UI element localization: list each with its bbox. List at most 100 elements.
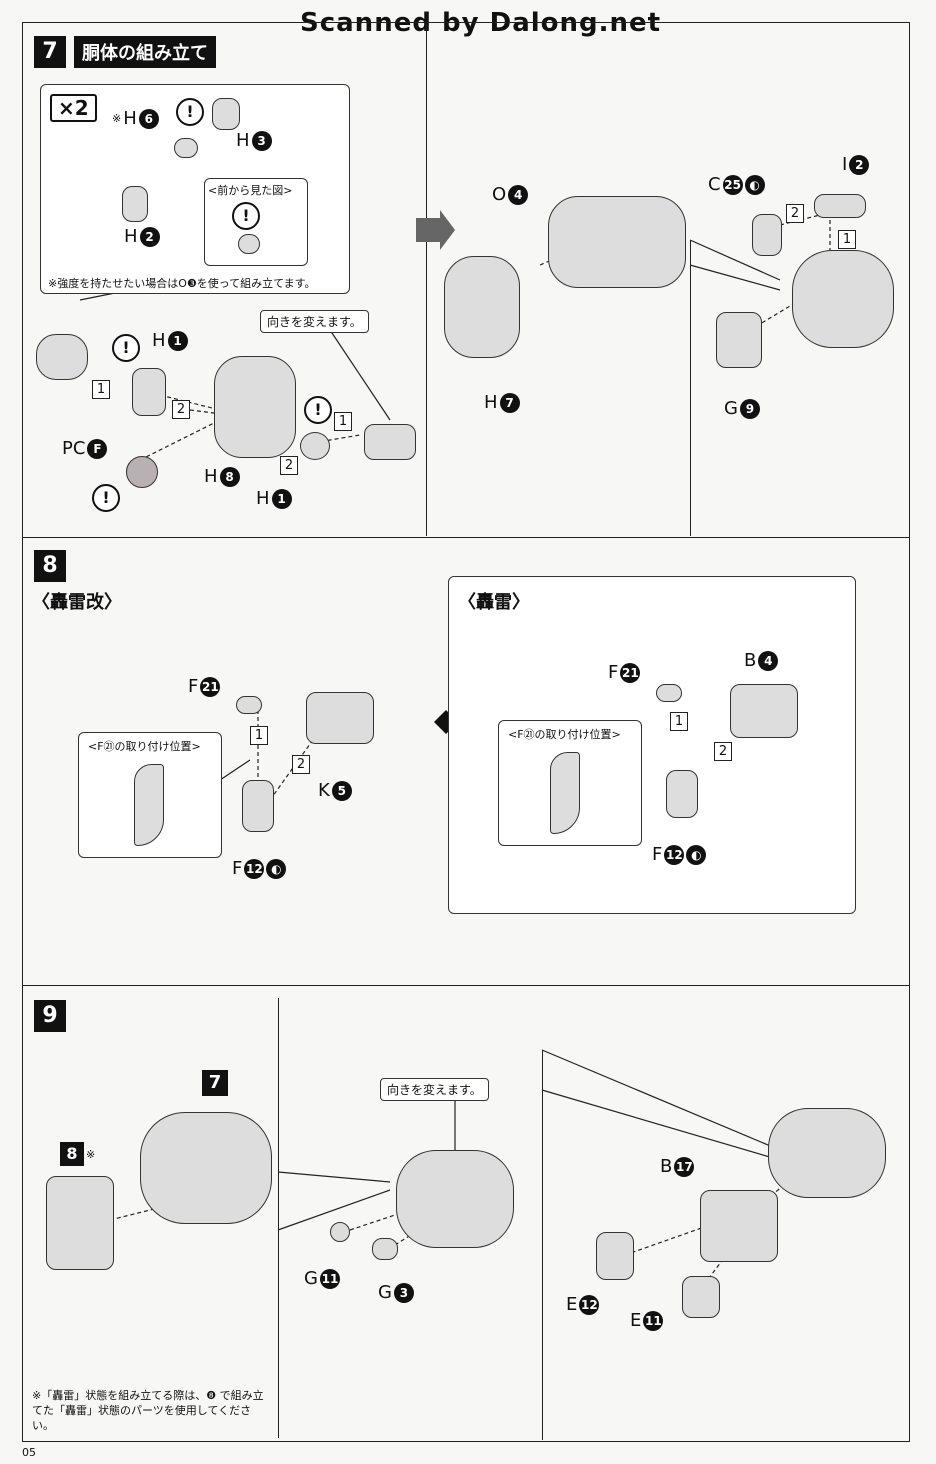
runner-b-icon: ◐ [266, 858, 287, 879]
part-g11-shape [330, 1222, 350, 1242]
step-order-1: 1 [334, 412, 352, 431]
warning-icon: ! [232, 202, 260, 230]
warning-icon: ! [92, 484, 120, 512]
part-h8-body [214, 356, 296, 458]
part-torso-upper [548, 196, 686, 288]
part-g3-shape [372, 1238, 398, 1260]
multiplier-badge: ×2 [50, 94, 97, 122]
part-e12-shape [596, 1232, 634, 1280]
step-order-1: 1 [670, 712, 688, 731]
step8-reference: 8 ※ [60, 1142, 95, 1166]
part-torso-rear [768, 1108, 886, 1198]
part-step7-torso [140, 1112, 272, 1224]
step-order-2: 2 [714, 742, 732, 761]
part-torso-assembled [792, 250, 894, 348]
part-h1-ball [36, 334, 88, 380]
part-h1b-shape [364, 424, 416, 460]
part-f21b-shape [656, 684, 682, 702]
part-e11-shape [682, 1276, 720, 1318]
f21-position-label-right: <F㉑の取り付け位置> [508, 728, 621, 741]
part-h2-shape [122, 186, 148, 222]
step-order-2: 2 [280, 456, 298, 475]
part-f12a-shape [242, 780, 274, 832]
step9-footnote: ※「轟雷」状態を組み立てる際は、❽ で組み立てた「轟雷」状態のパーツを使用してく… [32, 1389, 264, 1432]
part-g9-shape [716, 312, 762, 368]
step-order-2: 2 [786, 204, 804, 223]
step-order-2: 2 [292, 755, 310, 774]
part-torso-turned [396, 1150, 514, 1248]
f21-position-label-left: <F㉑の取り付け位置> [88, 740, 201, 753]
f21-position-blade-right [550, 752, 580, 834]
part-k5-shape [306, 692, 374, 744]
warning-icon: ! [112, 334, 140, 362]
note-mark: ※ [112, 112, 122, 125]
step7-divider-a [426, 24, 427, 536]
turn-callout: 向きを変えます。 [260, 310, 369, 333]
step8-number: 8 [34, 550, 66, 582]
part-h1b-ball [300, 432, 330, 460]
part-b4-shape [730, 684, 798, 738]
step-order-1: 1 [250, 726, 268, 745]
step7-reference: 7 [202, 1070, 228, 1096]
step9-divider-a [278, 998, 279, 1438]
page-frame [22, 22, 910, 1442]
step9-divider-b [542, 1050, 543, 1440]
part-i2-shape [814, 194, 866, 218]
part-b17-shape [700, 1190, 778, 1262]
part-f21a-shape [236, 696, 262, 714]
part-step8-head [46, 1176, 114, 1270]
step7-number: 7 [34, 36, 66, 68]
front-view-label: <前から見た図> [208, 184, 293, 197]
part-h3-shape [212, 98, 240, 130]
part-torso-shell [444, 256, 520, 358]
part-h1-shape [132, 368, 166, 416]
page-number: 05 [22, 1446, 36, 1459]
divider-step7-8 [22, 537, 910, 538]
scanner-credit: Scanned by Dalong.net [300, 8, 662, 38]
step-order-1: 1 [838, 230, 856, 249]
runner-b-icon: ◐ [686, 844, 707, 865]
runner-b-icon: ◐ [744, 174, 765, 195]
step-order-1: 1 [92, 380, 110, 399]
note-mark: ※ [86, 1147, 96, 1161]
step8-right-title: 〈轟雷〉 [458, 592, 530, 613]
h6-number: 6 [138, 108, 159, 129]
step9-number: 9 [34, 1000, 66, 1032]
warning-icon: ! [304, 396, 332, 424]
part-h6-shape [174, 138, 198, 158]
divider-step8-9 [22, 985, 910, 986]
f21-position-blade-left [134, 764, 164, 846]
part-pcf-shape [126, 456, 158, 488]
step7-title: 胴体の組み立て [74, 36, 216, 68]
warning-icon: ! [176, 98, 204, 126]
turn-callout: 向きを変えます。 [380, 1078, 489, 1101]
front-view-joint [238, 234, 260, 254]
strength-note: ※強度を持たせたい場合はO❸を使って組み立てます。 [48, 277, 316, 290]
part-c25-shape [752, 214, 782, 256]
step7-divider-b [690, 240, 691, 536]
step8-left-title: 〈轟雷改〉 [32, 592, 122, 613]
